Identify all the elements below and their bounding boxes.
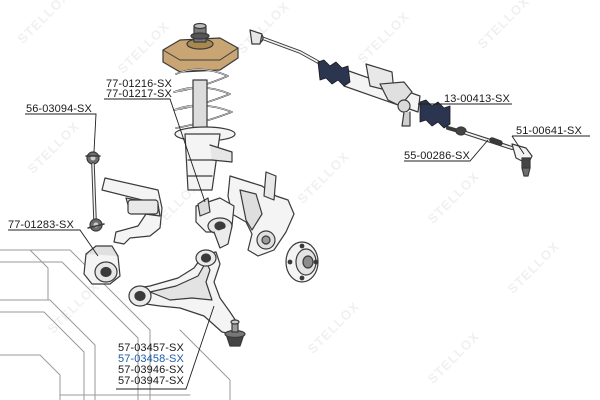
stabilizer-bar [101, 177, 163, 245]
control-arm-bushing [83, 245, 121, 285]
part-label-control-arm-1[interactable]: 57-03457-SX [118, 342, 184, 354]
part-label-control-arm-3[interactable]: 57-03946-SX [118, 364, 184, 376]
ball-joint [224, 319, 246, 347]
leader-lines [8, 98, 590, 390]
steering-rack-boot-left [317, 59, 351, 87]
part-label-link-rod[interactable]: 56-03094-SX [26, 103, 92, 115]
part-label-control-arm-4[interactable]: 57-03947-SX [118, 375, 184, 387]
stabilizer-link-rod [85, 151, 105, 232]
coil-spring [173, 68, 233, 129]
wheel-hub [285, 241, 319, 283]
lower-control-arm [128, 249, 239, 335]
steering-rack-boot-right [419, 99, 451, 129]
tie-rod-end [511, 143, 533, 177]
steering-knuckle [227, 171, 295, 257]
steering-rack [249, 29, 464, 134]
part-label-tie-rod-end[interactable]: 51-00641-SX [516, 125, 582, 137]
strut-shock-absorber [174, 79, 236, 191]
subframe-outline [0, 249, 231, 400]
part-label-control-arm-2[interactable]: 57-03458-SX [118, 353, 184, 365]
part-label-strut-a[interactable]: 77-01216-SX [106, 78, 172, 90]
part-label-strut-b[interactable]: 77-01217-SX [106, 88, 172, 100]
strut-top-mount [162, 22, 239, 73]
part-label-arm-bushing[interactable]: 77-01283-SX [8, 219, 74, 231]
axial-tie-rod [455, 126, 514, 150]
part-label-steering-rack[interactable]: 13-00413-SX [444, 93, 510, 105]
upper-control-arm [195, 197, 235, 249]
part-label-axial-rod[interactable]: 55-00286-SX [404, 150, 470, 162]
